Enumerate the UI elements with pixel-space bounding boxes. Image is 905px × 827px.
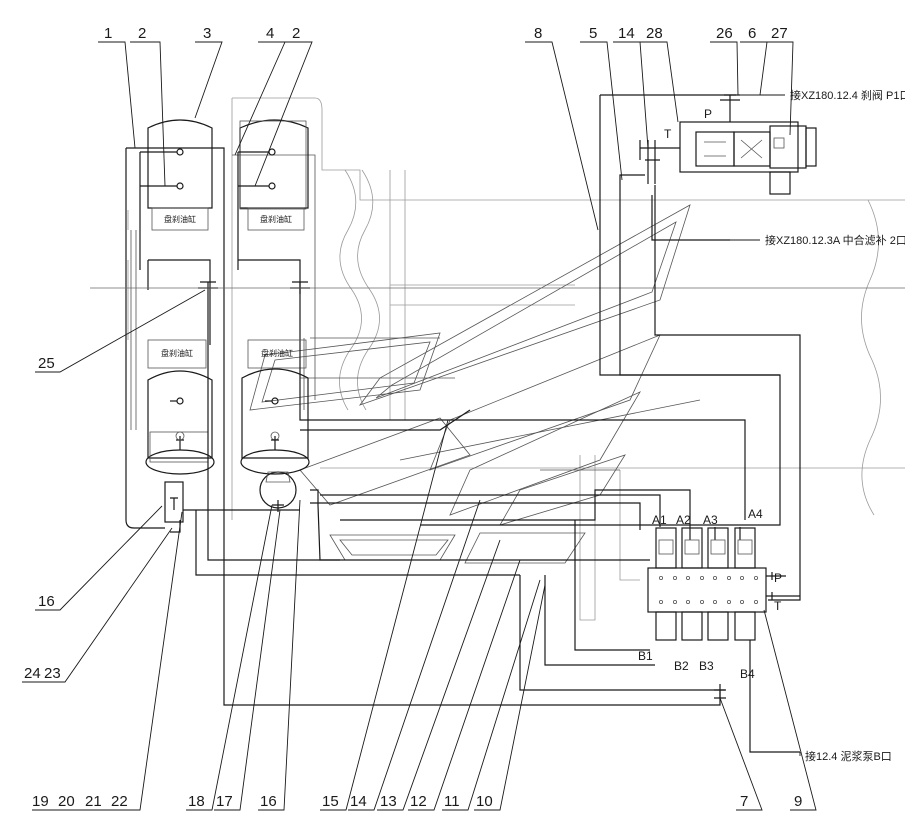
callout-2b: 2 [292,25,300,42]
brake-cylinder-upper-left: 盘刹油缸 [139,119,213,345]
pipe-network [90,94,905,753]
solenoid-pilot-valve: P T [639,94,817,195]
callout-8: 8 [534,25,542,42]
note-top-right: 接XZ180.12.4 刹阀 P1口 [790,88,905,102]
valve-section-3 [707,527,729,641]
left-frame [125,147,316,529]
port-a3: A3 [703,513,718,527]
port-b2: B2 [674,659,689,673]
callout-28: 28 [646,25,663,42]
callout-17: 17 [216,793,233,810]
callout-14-top: 14 [618,25,635,42]
callout-13: 13 [380,793,397,810]
callout-27: 27 [771,25,788,42]
multiway-valve-block: A1 A2 A3 A4 B1 B2 B3 B4 P T [638,507,800,699]
pilot-port-p: P [704,107,712,121]
callouts-bottom: 19 20 21 22 18 17 16 15 14 13 12 11 10 7… [32,419,817,811]
callout-15: 15 [322,793,339,810]
callout-16-bottom: 16 [260,793,277,810]
callout-5: 5 [589,25,597,42]
cylinder-tag-2: 盘刹油缸 [161,348,193,358]
callout-14-bottom: 14 [350,793,367,810]
cylinder-tag-3: 盘刹油缸 [260,214,292,224]
callout-1: 1 [104,25,112,42]
port-t: T [774,599,782,613]
callout-24: 24 [24,665,41,682]
port-b4: B4 [740,667,755,681]
callout-6: 6 [748,25,756,42]
callout-20: 20 [58,793,75,810]
port-a1: A1 [652,513,667,527]
callout-18: 18 [188,793,205,810]
callout-4: 4 [266,25,274,42]
callout-7: 7 [740,793,748,810]
brake-cylinder-lower-left: 盘刹油缸 [145,339,215,475]
connection-notes: 接XZ180.12.4 刹阀 P1口 接XZ180.12.3A 中合滤补 2口 … [730,88,905,763]
callout-26: 26 [716,25,733,42]
cylinder-tag-1: 盘刹油缸 [164,214,196,224]
brake-cylinder-lower-right: 盘刹油缸 [240,339,310,509]
port-b3: B3 [699,659,714,673]
brake-cylinder-upper-right: 盘刹油缸 [237,119,309,345]
valve-section-4 [734,527,756,641]
callout-9: 9 [794,793,802,810]
callout-11: 11 [444,793,460,810]
port-a4: A4 [748,507,763,521]
cylinder-tag-4: 盘刹油缸 [261,348,293,358]
port-b1: B1 [638,649,653,663]
callouts-left: 25 16 24 23 [22,289,206,683]
pilot-port-t: T [664,127,672,141]
callout-23: 23 [44,665,61,682]
port-a2: A2 [676,513,691,527]
valve-section-2 [681,527,703,641]
background-structure [127,97,905,621]
port-p: P [774,571,782,585]
tee-fittings [164,281,310,533]
callout-3: 3 [203,25,211,42]
callout-2a: 2 [138,25,146,42]
callout-22: 22 [111,793,128,810]
callout-19: 19 [32,793,49,810]
callout-21: 21 [85,793,102,810]
callout-12: 12 [410,793,427,810]
callout-10: 10 [476,793,493,810]
callout-25: 25 [38,355,55,372]
valve-section-1 [655,527,677,641]
note-bottom-right: 接12.4 泥浆泵B口 [805,749,892,763]
note-mid-right: 接XZ180.12.3A 中合滤补 2口 [765,233,905,247]
frame-plates [249,204,701,564]
callouts-top: 1 2 3 4 2 8 5 14 28 26 6 27 [98,25,794,231]
callout-16-left: 16 [38,593,55,610]
